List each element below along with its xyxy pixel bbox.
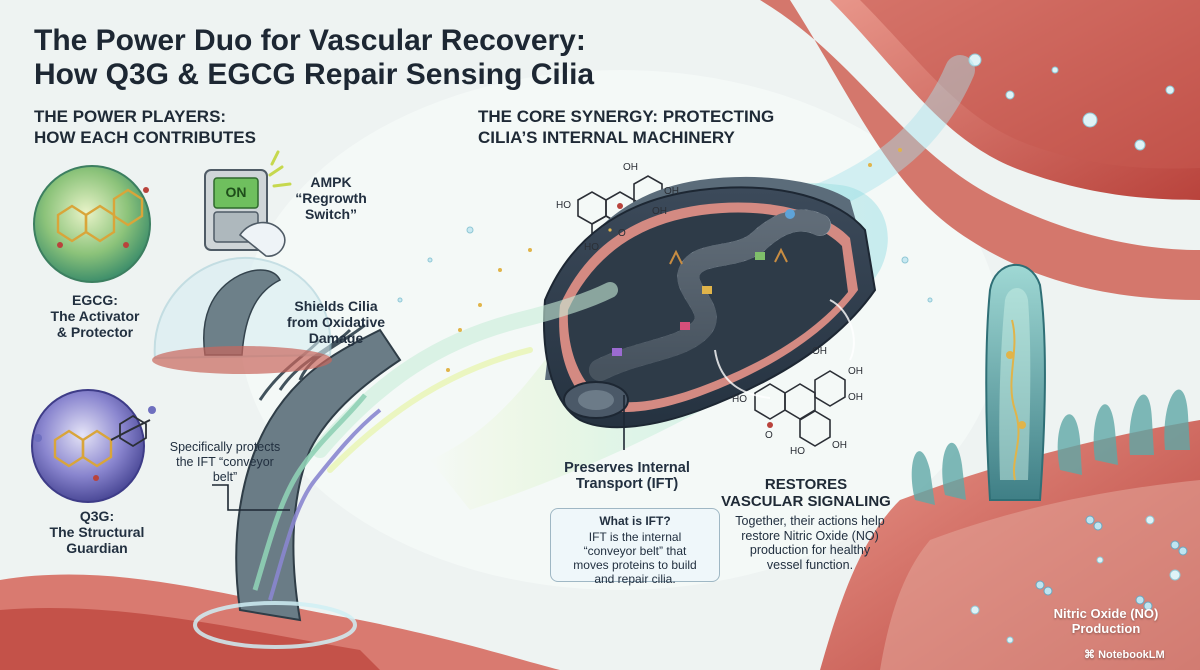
atom-label: O (618, 228, 626, 239)
ift-question: What is IFT? (599, 514, 671, 528)
cargo-box (680, 322, 690, 330)
ift-definition-box: What is IFT? IFT is the internal “convey… (550, 508, 720, 586)
atom-label: OH (832, 440, 847, 451)
heading-line: CILIA’S INTERNAL MACHINERY (478, 128, 735, 147)
brand-text: NotebookLM (1098, 649, 1165, 661)
preserves-line: Transport (IFT) (575, 476, 679, 492)
atom-label: HO (732, 394, 747, 405)
cilium-cross-section (543, 176, 877, 429)
nitric-oxide-label: Nitric Oxide (NO) Production (1046, 606, 1166, 636)
shields-line: from Oxidative (286, 314, 386, 330)
bubbles (397, 226, 933, 303)
page-title: The Power Duo for Vascular Recovery: How… (34, 24, 714, 92)
shield-bubble (152, 256, 332, 374)
power-players-heading: THE POWER PLAYERS: HOW EACH CONTRIBUTES (34, 106, 354, 148)
preserves-line: Preserves Internal (564, 460, 690, 476)
sparkles (446, 148, 902, 372)
cargo-box (612, 348, 622, 356)
protects-line: Specifically protects (169, 440, 281, 454)
connector-protects (212, 484, 290, 511)
ampk-switch (204, 150, 292, 257)
atom-label: OH (652, 206, 667, 217)
cargo-dot (785, 209, 795, 219)
egcg-role: The Activator (50, 308, 140, 324)
atom-label: OH (812, 346, 827, 357)
ampk-desc: “Regrowth (295, 190, 367, 206)
atom-label: HO (556, 200, 571, 211)
brand-icon: ⌘ (1084, 649, 1095, 661)
nitric-oxide-particles (1035, 515, 1188, 611)
brand-watermark: ⌘ NotebookLM (1084, 648, 1194, 662)
heading-line: RESTORES (764, 476, 848, 493)
ampk-desc: Switch” (304, 206, 358, 222)
ift-answer: IFT is the internal “conveyor belt” that… (551, 528, 719, 586)
q3g-molecule-sphere (31, 389, 156, 503)
q3g-role: Guardian (66, 540, 128, 556)
egcg-name: EGCG: (72, 292, 118, 308)
ift-line: and repair cilia. (594, 572, 676, 586)
body-line: Together, their actions help (735, 514, 885, 528)
ift-line: “conveyor belt” that (583, 544, 687, 558)
heading-line: THE CORE SYNERGY: PROTECTING (478, 107, 775, 126)
q3g-label: Q3G: The Structural Guardian (32, 508, 162, 556)
atom-label: OH (848, 366, 863, 377)
cilia-field-right (911, 264, 1190, 505)
q3g-name: Q3G: (79, 508, 115, 524)
ampk-label: AMPK “Regrowth Switch” (276, 174, 386, 222)
ampk-name: AMPK (310, 174, 352, 190)
shields-line: Shields Cilia (294, 298, 378, 314)
no-line: Production (1071, 621, 1141, 636)
cargo-box (755, 252, 765, 260)
title-line-1: The Power Duo for Vascular Recovery: (34, 24, 586, 57)
no-line: Nitric Oxide (NO) (1053, 606, 1159, 621)
heading-line: HOW EACH CONTRIBUTES (34, 128, 256, 147)
glow-swirl (312, 282, 618, 458)
switch-on-text: ON (225, 184, 247, 200)
blood-vessel-bottom (0, 420, 1200, 670)
core-synergy-heading: THE CORE SYNERGY: PROTECTING CILIA’S INT… (478, 106, 838, 148)
molecule-right (754, 370, 846, 447)
egcg-label: EGCG: The Activator & Protector (30, 292, 160, 340)
atom-label: O (765, 430, 773, 441)
ift-line: IFT is the internal (588, 530, 682, 544)
egcg-role: & Protector (56, 324, 134, 340)
body-line: restore Nitric Oxide (NO) (741, 528, 879, 543)
protects-line: the IFT “conveyor (176, 455, 274, 469)
egcg-molecule-sphere (33, 165, 151, 283)
body-line: vessel function. (766, 557, 854, 572)
atom-label: OH (623, 162, 638, 173)
shields-line: Damage (308, 330, 364, 346)
body-line: production for healthy (749, 543, 871, 557)
title-line-2: How Q3G & EGCG Repair Sensing Cilia (34, 58, 595, 91)
preserves-ift-label: Preserves Internal Transport (IFT) (552, 460, 702, 492)
damaged-cilium (193, 323, 402, 649)
protects-line: belt” (212, 470, 238, 484)
blood-vessel-top (760, 0, 1200, 300)
restores-body: Together, their actions help restore Nit… (722, 514, 898, 572)
protects-ift-label: Specifically protects the IFT “conveyor … (150, 440, 300, 485)
atom-label: HO (584, 242, 599, 253)
heading-line: VASCULAR SIGNALING (721, 493, 891, 510)
atom-label: OH (664, 186, 679, 197)
ift-line: moves proteins to build (573, 558, 697, 572)
heading-line: THE POWER PLAYERS: (34, 107, 227, 126)
atom-label: OH (848, 392, 863, 403)
q3g-role: The Structural (49, 524, 145, 540)
restores-heading: RESTORES VASCULAR SIGNALING (716, 476, 896, 510)
atom-label: HO (790, 446, 805, 457)
cargo-box (702, 286, 712, 294)
shields-label: Shields Cilia from Oxidative Damage (276, 298, 396, 346)
